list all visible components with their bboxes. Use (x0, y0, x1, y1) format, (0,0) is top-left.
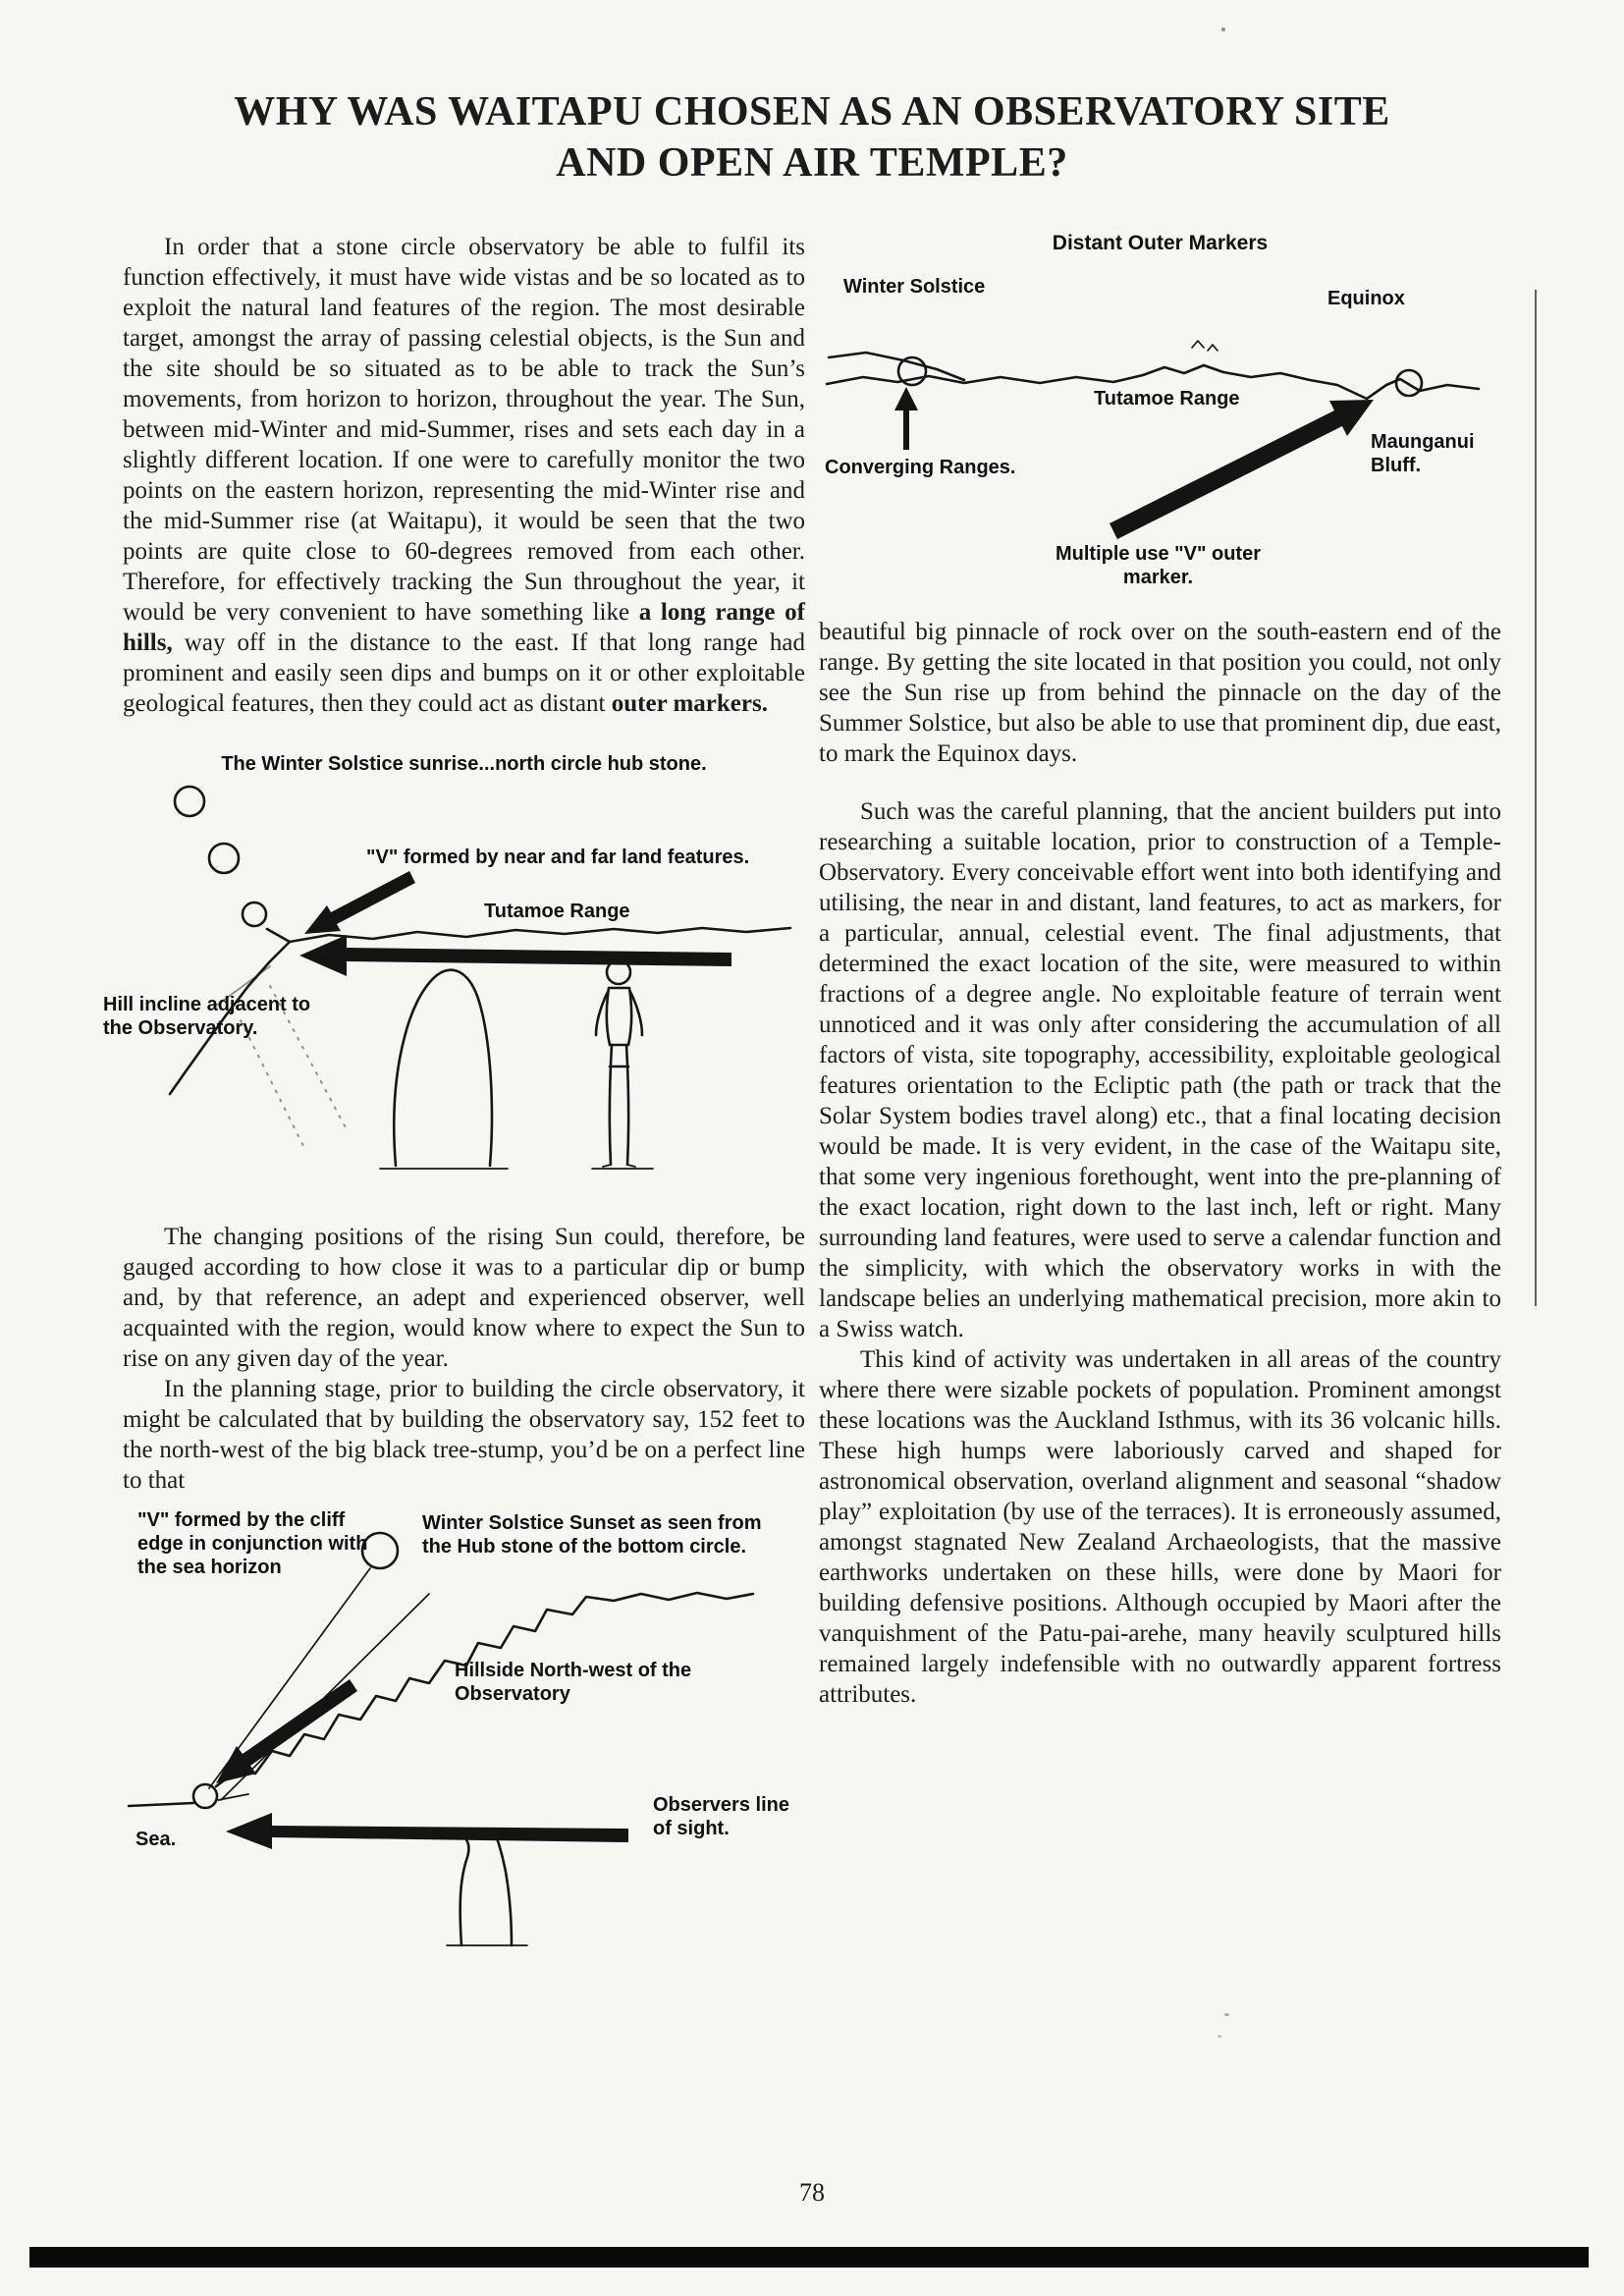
body-paragraph: This kind of activity was undertaken in … (819, 1346, 1501, 1708)
sea-horizon-line (217, 1793, 249, 1801)
right-column: Distant Outer Markers (819, 232, 1501, 1947)
observer-figure-feet (602, 1164, 636, 1168)
sketch-hatch-line (269, 985, 350, 1134)
scan-speck (1224, 2013, 1229, 2016)
winter-solstice-sun-circle (896, 355, 928, 387)
v-arrow (216, 1679, 357, 1783)
tutamoe-range-label: Tutamoe Range (1094, 388, 1240, 410)
outer-marker-arrow (1110, 400, 1374, 539)
sun-position-circle (207, 842, 241, 875)
page-title-line2: AND OPEN AIR TEMPLE? (556, 140, 1068, 186)
tutamoe-range-line (825, 363, 1481, 401)
page-title-line1: WHY WAS WAITAPU CHOSEN AS AN OBSERVATORY… (234, 89, 1390, 135)
v-formed-label: "V" formed by near and far land features… (366, 847, 750, 868)
line-of-sight-arrow (226, 1813, 628, 1849)
page-title: WHY WAS WAITAPU CHOSEN AS AN OBSERVATORY… (123, 86, 1501, 189)
diagram-distant-markers: Distant Outer Markers (819, 232, 1501, 597)
sun-at-horizon-circle (191, 1782, 219, 1810)
sun-circle (360, 1531, 400, 1570)
observer-figure-torso (605, 986, 633, 1047)
equinox-label: Equinox (1327, 288, 1405, 309)
sunset-label: Winter Solstice Sunset as seen from the … (422, 1512, 762, 1558)
body-paragraph: In the planning stage, prior to building… (123, 1376, 805, 1494)
hillside-label: Hillside North-west of the Observatory (455, 1660, 692, 1705)
tutamoe-range-label: Tutamoe Range (484, 901, 630, 922)
winter-sunrise-sketch (168, 785, 792, 1170)
range-peak-marks (1191, 340, 1218, 352)
cliff-edge-line (214, 1591, 755, 1788)
page-number: 78 (799, 2178, 825, 2207)
two-column-layout: In order that a stone circle observatory… (103, 232, 1501, 1947)
observer-figure-arms (594, 990, 644, 1037)
hill-incline-label: Hill incline adjacent to the Observatory… (103, 994, 311, 1039)
converging-ranges-label: Converging Ranges. (825, 457, 1016, 478)
standing-stone (393, 968, 494, 1168)
body-paragraph: The changing positions of the rising Sun… (123, 1224, 805, 1372)
scan-speck (1218, 2035, 1221, 2038)
page-content: WHY WAS WAITAPU CHOSEN AS AN OBSERVATORY… (103, 86, 1501, 1947)
sketch-hatch-line (240, 1019, 305, 1149)
converging-ranges-arrow (894, 387, 918, 450)
scan-bottom-bar (29, 2247, 1589, 2268)
maunganui-bluff-label: Maunganui Bluff. (1371, 431, 1475, 476)
converging-ridge-line (827, 351, 966, 382)
distant-markers-sketch (825, 340, 1481, 539)
observer-figure-head (605, 958, 632, 986)
winter-sunset-sketch (127, 1531, 755, 1947)
diagram-winter-sunrise: The Winter Solstice sunrise...north circ… (103, 752, 805, 1196)
diagram-title: Distant Outer Markers (1052, 232, 1269, 254)
observers-label: Observers line of sight. (653, 1794, 789, 1839)
equinox-sun-circle (1394, 368, 1424, 398)
range-line (288, 926, 792, 944)
body-paragraph: In order that a stone circle observatory… (123, 234, 805, 717)
scan-speck (1221, 27, 1225, 31)
left-column: In order that a stone circle observatory… (103, 232, 805, 1947)
diagram-winter-sunset: "V" formed by the cliff edge in conjunct… (123, 1503, 805, 1947)
line-of-sight-arrow (299, 935, 731, 976)
multiple-use-v-label: Multiple use "V" outer marker. (1056, 543, 1261, 588)
sun-position-circle (173, 785, 206, 818)
body-paragraph: Such was the careful planning, that the … (819, 798, 1501, 1342)
v-cliff-label: "V" formed by the cliff edge in conjunct… (137, 1509, 368, 1578)
sea-horizon-line (127, 1801, 195, 1808)
sea-label: Sea. (135, 1829, 177, 1850)
sun-position-circle (241, 901, 268, 928)
v-arrow (304, 871, 415, 934)
winter-solstice-label: Winter Solstice (843, 276, 986, 298)
observer-figure-legs (608, 1043, 630, 1167)
scan-edge-line (1535, 290, 1537, 1306)
near-slope-line (265, 927, 292, 944)
body-paragraph: beautiful big pinnacle of rock over on t… (819, 619, 1502, 767)
label-pointer-line (215, 965, 271, 1007)
tree-stump (459, 1828, 514, 1947)
diagram-caption: The Winter Solstice sunrise...north circ… (221, 753, 707, 775)
hill-incline-line (168, 940, 292, 1096)
